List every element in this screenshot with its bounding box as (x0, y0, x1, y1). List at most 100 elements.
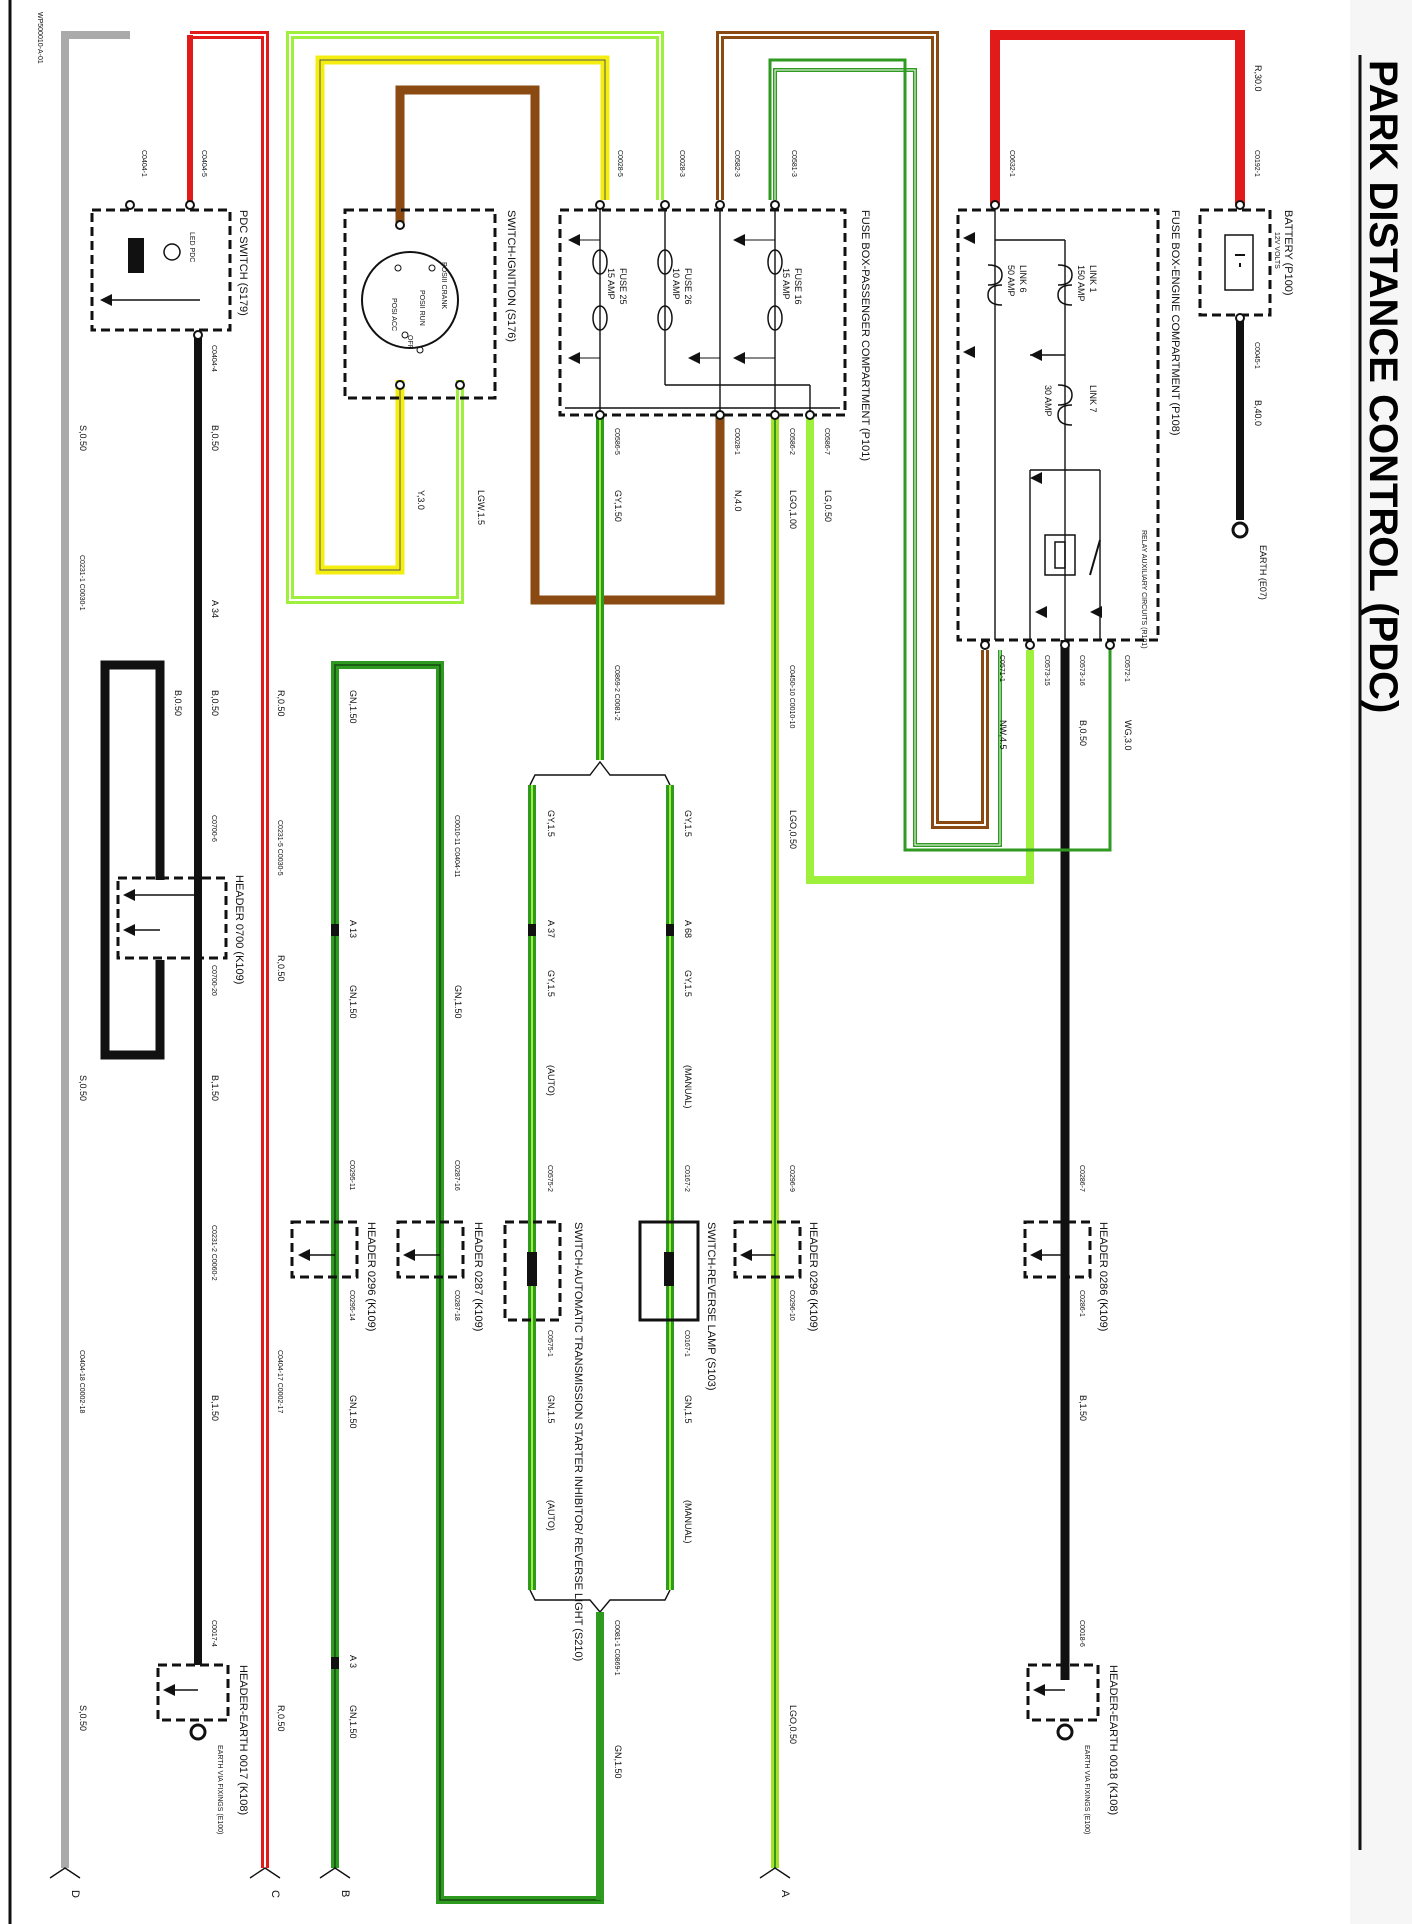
svg-text:C0287-18: C0287-18 (453, 1290, 460, 1321)
rev-lamp-switch-box (638, 1220, 700, 1322)
relay-coil-icon (1054, 541, 1066, 569)
svg-text:B,0.50: B,0.50 (173, 690, 183, 716)
svg-text:C0295-14: C0295-14 (348, 1290, 355, 1321)
svg-text:A 3: A 3 (348, 1655, 358, 1668)
relay-box (1044, 534, 1076, 576)
svg-text:(AUTO): (AUTO) (546, 1500, 556, 1531)
svg-text:C0586-5: C0586-5 (613, 428, 620, 455)
wire-grey-d (61, 31, 130, 1868)
svg-text:C0404-17 C0002-17: C0404-17 C0002-17 (276, 1350, 283, 1414)
wire-black-loop (100, 660, 165, 1060)
svg-text:C0573-16: C0573-16 (1078, 655, 1085, 686)
svg-text:C0231-5 C0030-5: C0231-5 C0030-5 (276, 820, 283, 876)
battery-volts: 12V VOLTS (1273, 232, 1280, 269)
wire-red-batt (990, 30, 1245, 205)
header-0296-box (290, 1220, 359, 1279)
ignition-switch-box (343, 208, 497, 400)
svg-text:WG,3.0: WG,3.0 (1123, 720, 1133, 751)
header-0296b-box (733, 1220, 802, 1279)
link-1-icon (1057, 264, 1073, 306)
svg-text:A 37: A 37 (546, 920, 556, 938)
svg-text:C0404-4: C0404-4 (210, 345, 217, 372)
ignition-dial-icon (361, 251, 459, 349)
auto-trans-label: SWITCH-AUTOMATIC TRANSMISSION STARTER IN… (572, 1222, 584, 1661)
svg-text:C0404-18 C0002-18: C0404-18 C0002-18 (78, 1350, 85, 1414)
header-0286-box (1023, 1220, 1092, 1279)
svg-text:C0450-10 C0010-10: C0450-10 C0010-10 (788, 665, 795, 729)
brace-top (529, 760, 671, 786)
header-0700-label: HEADER 0700 (K109) (233, 875, 245, 984)
svg-text:EARTH VIA FIXINGS (E100): EARTH VIA FIXINGS (E100) (1083, 1745, 1090, 1834)
svg-text:GN,1.50: GN,1.50 (453, 985, 463, 1019)
svg-text:GY,1.5: GY,1.5 (683, 810, 693, 837)
svg-text:OFF: OFF (406, 335, 413, 349)
svg-text:LGO,1.00: LGO,1.00 (788, 490, 798, 529)
svg-text:C0571-1: C0571-1 (998, 655, 1005, 682)
led-icon (163, 243, 181, 261)
svg-text:LINK 6: LINK 6 (1018, 265, 1028, 293)
rev-lamp-switch-icon (664, 1252, 674, 1286)
svg-text:HEADER 0286 (K109): HEADER 0286 (K109) (1097, 1222, 1109, 1331)
svg-text:B,0.50: B,0.50 (210, 690, 220, 716)
svg-text:C0045-1: C0045-1 (1253, 342, 1260, 369)
svg-text:GY,1.5: GY,1.5 (546, 970, 556, 997)
svg-text:C0028-5: C0028-5 (616, 150, 623, 177)
svg-text:B,0.50: B,0.50 (210, 425, 220, 451)
header-earth-0018-box (1026, 1663, 1100, 1722)
ignition-label: SWITCH-IGNITION (S176) (505, 210, 517, 342)
terminal-a: A (779, 1890, 791, 1898)
pdc-switch-box (90, 208, 232, 332)
svg-text:C0700-20: C0700-20 (210, 965, 217, 996)
title-group: PARK DISTANCE CONTROL (PDC) (1361, 60, 1405, 713)
svg-text:C0586-2: C0586-2 (788, 428, 795, 455)
svg-text:POSI ACC: POSI ACC (390, 298, 397, 331)
relay-label: RELAY AUXILIARY CIRCUITS (R101) (1140, 530, 1147, 649)
svg-text:C0028-1: C0028-1 (733, 428, 740, 455)
svg-text:B,1.50: B,1.50 (210, 1075, 220, 1101)
svg-text:GY,1.5: GY,1.5 (683, 970, 693, 997)
svg-text:POSII RUN: POSII RUN (418, 290, 425, 326)
svg-text:B,40.0: B,40.0 (1253, 400, 1263, 426)
svg-text:LED PDC: LED PDC (188, 232, 195, 262)
svg-text:GN,1.50: GN,1.50 (348, 1395, 358, 1429)
svg-text:NW,4.5: NW,4.5 (998, 720, 1008, 750)
wire-lg (806, 415, 1034, 884)
svg-text:50 AMP: 50 AMP (1006, 265, 1016, 297)
svg-text:HEADER 0287 (K109): HEADER 0287 (K109) (472, 1222, 484, 1331)
fuse-pass-label: FUSE BOX-PASSENGER COMPARTMENT (P101) (859, 210, 871, 461)
svg-text:C0286-1: C0286-1 (1078, 1290, 1085, 1317)
svg-text:R,0.50: R,0.50 (276, 690, 286, 717)
fuse-box-engine (956, 208, 1160, 642)
svg-text:C0192-1: C0192-1 (1253, 150, 1260, 177)
svg-text:C0572-1: C0572-1 (1123, 655, 1130, 682)
svg-text:C0582-3: C0582-3 (733, 150, 740, 177)
svg-text:HEADER-EARTH 0017 (K108): HEADER-EARTH 0017 (K108) (237, 1665, 249, 1815)
svg-text:LINK 7: LINK 7 (1088, 385, 1098, 413)
svg-text:FUSE 16: FUSE 16 (793, 268, 803, 305)
wire-brown-nw (716, 31, 989, 829)
link-7-icon (1057, 384, 1073, 426)
fuse-16-icon (767, 249, 783, 331)
svg-text:HEADER-EARTH 0018 (K108): HEADER-EARTH 0018 (K108) (1107, 1665, 1119, 1815)
terminal-b: B (339, 1890, 351, 1897)
svg-text:C0700-6: C0700-6 (210, 815, 217, 842)
earth-0018-icon (1056, 1723, 1074, 1741)
splice-dots (194, 605, 674, 1669)
svg-text:15 AMP: 15 AMP (781, 268, 791, 300)
svg-text:S,0.50: S,0.50 (78, 1705, 88, 1731)
pdc-switch-coil-icon (128, 238, 144, 273)
svg-text:GY,1.5: GY,1.5 (546, 810, 556, 837)
svg-text:R,0.50: R,0.50 (276, 955, 286, 982)
svg-text:C0081-1 C0869-1: C0081-1 C0869-1 (613, 1620, 620, 1676)
wire-wg (768, 58, 1112, 852)
svg-text:(MANUAL): (MANUAL) (683, 1500, 693, 1544)
wire-brown-ign (395, 85, 725, 605)
svg-text:C0575-1: C0575-1 (546, 1330, 553, 1357)
terminal-c: C (269, 1890, 281, 1898)
svg-text:C0573-15: C0573-15 (1043, 655, 1050, 686)
svg-text:B,1.50: B,1.50 (1078, 1395, 1088, 1421)
rev-lamp-label: SWITCH-REVERSE LAMP (S103) (705, 1222, 717, 1391)
svg-text:C0231-1 C0030-1: C0231-1 C0030-1 (78, 555, 85, 611)
svg-text:C0018-6: C0018-6 (1078, 1620, 1085, 1647)
